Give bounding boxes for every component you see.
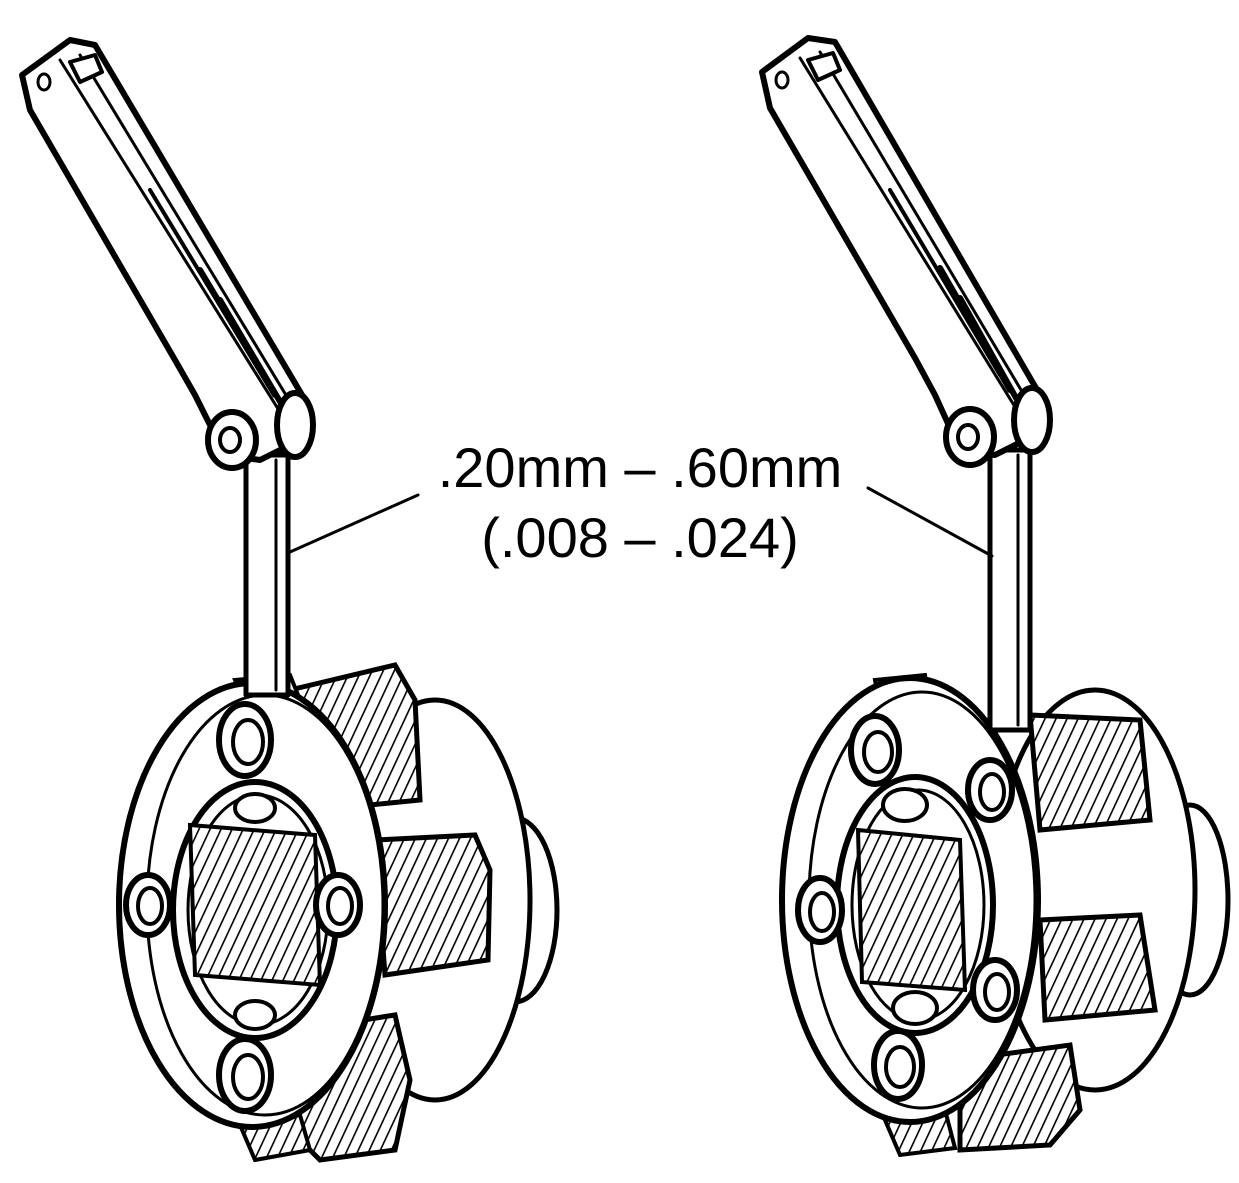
right-pinion-gear-middle [1037, 912, 1158, 1023]
callout-leader-lines [288, 486, 994, 558]
left-pinion-gear-middle [372, 832, 493, 978]
left-planetary-carrier [116, 662, 560, 1163]
left-gauge-pivot-icon [205, 390, 316, 471]
clearance-spec-metric: .20mm – .60mm [437, 436, 843, 499]
left-assembly [19, 37, 560, 1163]
left-sun-gear [187, 822, 323, 988]
right-pinion-shaft-holes [795, 713, 1020, 1102]
clearance-spec-imperial: (.008 – .024) [481, 506, 799, 569]
right-assembly [759, 35, 1231, 1158]
leader-line-left [288, 493, 420, 554]
right-gauge-pivot-icon [943, 385, 1053, 468]
left-feeler-gauge [19, 37, 316, 698]
leader-line-right [866, 486, 994, 558]
left-pinion-shaft-holes [123, 701, 363, 1114]
right-planetary-carrier [779, 672, 1231, 1158]
right-pinion-gear-top [1027, 712, 1153, 833]
right-feeler-gauge [759, 35, 1053, 733]
right-sun-gear [855, 827, 968, 993]
